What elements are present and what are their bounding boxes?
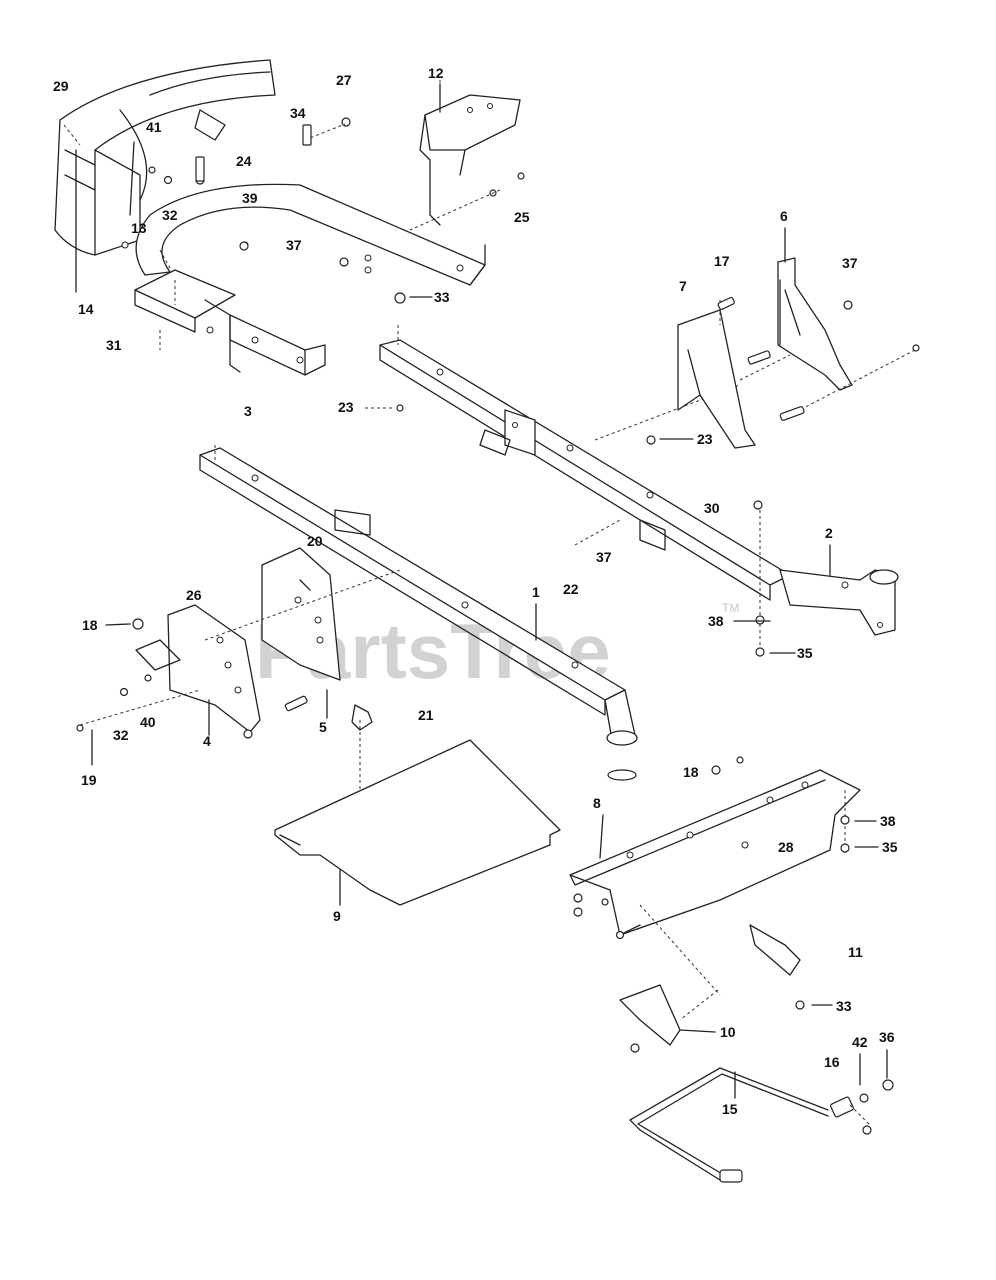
front-deck-support: [569, 769, 861, 1046]
callout-18-left: 18: [82, 617, 98, 633]
callout-37-top: 37: [286, 237, 302, 253]
callout-13: 13: [131, 220, 147, 236]
front-axle: [759, 510, 899, 650]
callout-38-bottom: 38: [880, 813, 896, 829]
callout-9: 9: [333, 908, 341, 924]
callout-11: 11: [848, 944, 863, 960]
callout-2: 2: [825, 525, 833, 541]
callout-35-top: 35: [797, 645, 813, 661]
callout-23-right: 23: [697, 431, 713, 447]
callout-31: 31: [106, 337, 122, 353]
callout-8: 8: [593, 795, 601, 811]
lower-frame-rail: [199, 445, 638, 746]
callout-34: 34: [290, 105, 306, 121]
callout-41: 41: [146, 119, 162, 135]
callout-30: 30: [704, 500, 720, 516]
lever-rod: [629, 1067, 871, 1183]
callout-7: 7: [679, 278, 687, 294]
callout-23-left: 23: [338, 399, 354, 415]
callout-5: 5: [319, 719, 327, 735]
callout-12: 12: [428, 65, 444, 81]
callout-3: 3: [244, 403, 252, 419]
callout-10: 10: [720, 1024, 736, 1040]
callout-33-bottom: 33: [836, 998, 852, 1014]
loop-handle-bar: [135, 183, 486, 286]
callout-15: 15: [722, 1101, 738, 1117]
callout-39-left: 39: [242, 190, 258, 206]
callout-6: 6: [780, 208, 788, 224]
callout-38-top: 38: [708, 613, 724, 629]
callout-35-bottom: 35: [882, 839, 898, 855]
callout-21: 21: [418, 707, 434, 723]
callout-22: 22: [563, 581, 579, 597]
callout-18-right: 18: [683, 764, 699, 780]
callout-32-top: 32: [162, 207, 178, 223]
callout-29: 29: [53, 78, 69, 94]
callout-16: 16: [824, 1054, 840, 1070]
callout-36: 36: [879, 1029, 895, 1045]
callout-24: 24: [236, 153, 252, 169]
callout-26: 26: [186, 587, 202, 603]
callout-42: 42: [852, 1034, 868, 1050]
callout-25: 25: [514, 209, 530, 225]
callout-37-mid: 37: [596, 549, 612, 565]
fender-shield-assembly: [54, 59, 276, 256]
upright-plates: [677, 257, 920, 449]
callout-28: 28: [778, 839, 794, 855]
callout-33-top: 33: [434, 289, 450, 305]
leader-lines: [75, 83, 888, 1099]
callout-4: 4: [203, 733, 211, 749]
callout-40: 40: [140, 714, 156, 730]
callout-27: 27: [336, 72, 352, 88]
callout-labels: 29 27 12 34 41 24 13 32 39 25 37 14 33 6…: [53, 65, 898, 1117]
callout-32-bottom: 32: [113, 727, 129, 743]
hardware-items: [76, 117, 894, 1135]
floor-plate: [274, 704, 561, 906]
callout-14: 14: [78, 301, 94, 317]
rear-tube-assembly: [134, 249, 326, 376]
watermark-tm: TM: [722, 601, 739, 615]
callout-20: 20: [307, 533, 323, 549]
callout-1: 1: [532, 584, 540, 600]
callout-37-right: 37: [842, 255, 858, 271]
callout-17: 17: [714, 253, 730, 269]
callout-19: 19: [81, 772, 97, 788]
side-plates: [79, 547, 401, 739]
